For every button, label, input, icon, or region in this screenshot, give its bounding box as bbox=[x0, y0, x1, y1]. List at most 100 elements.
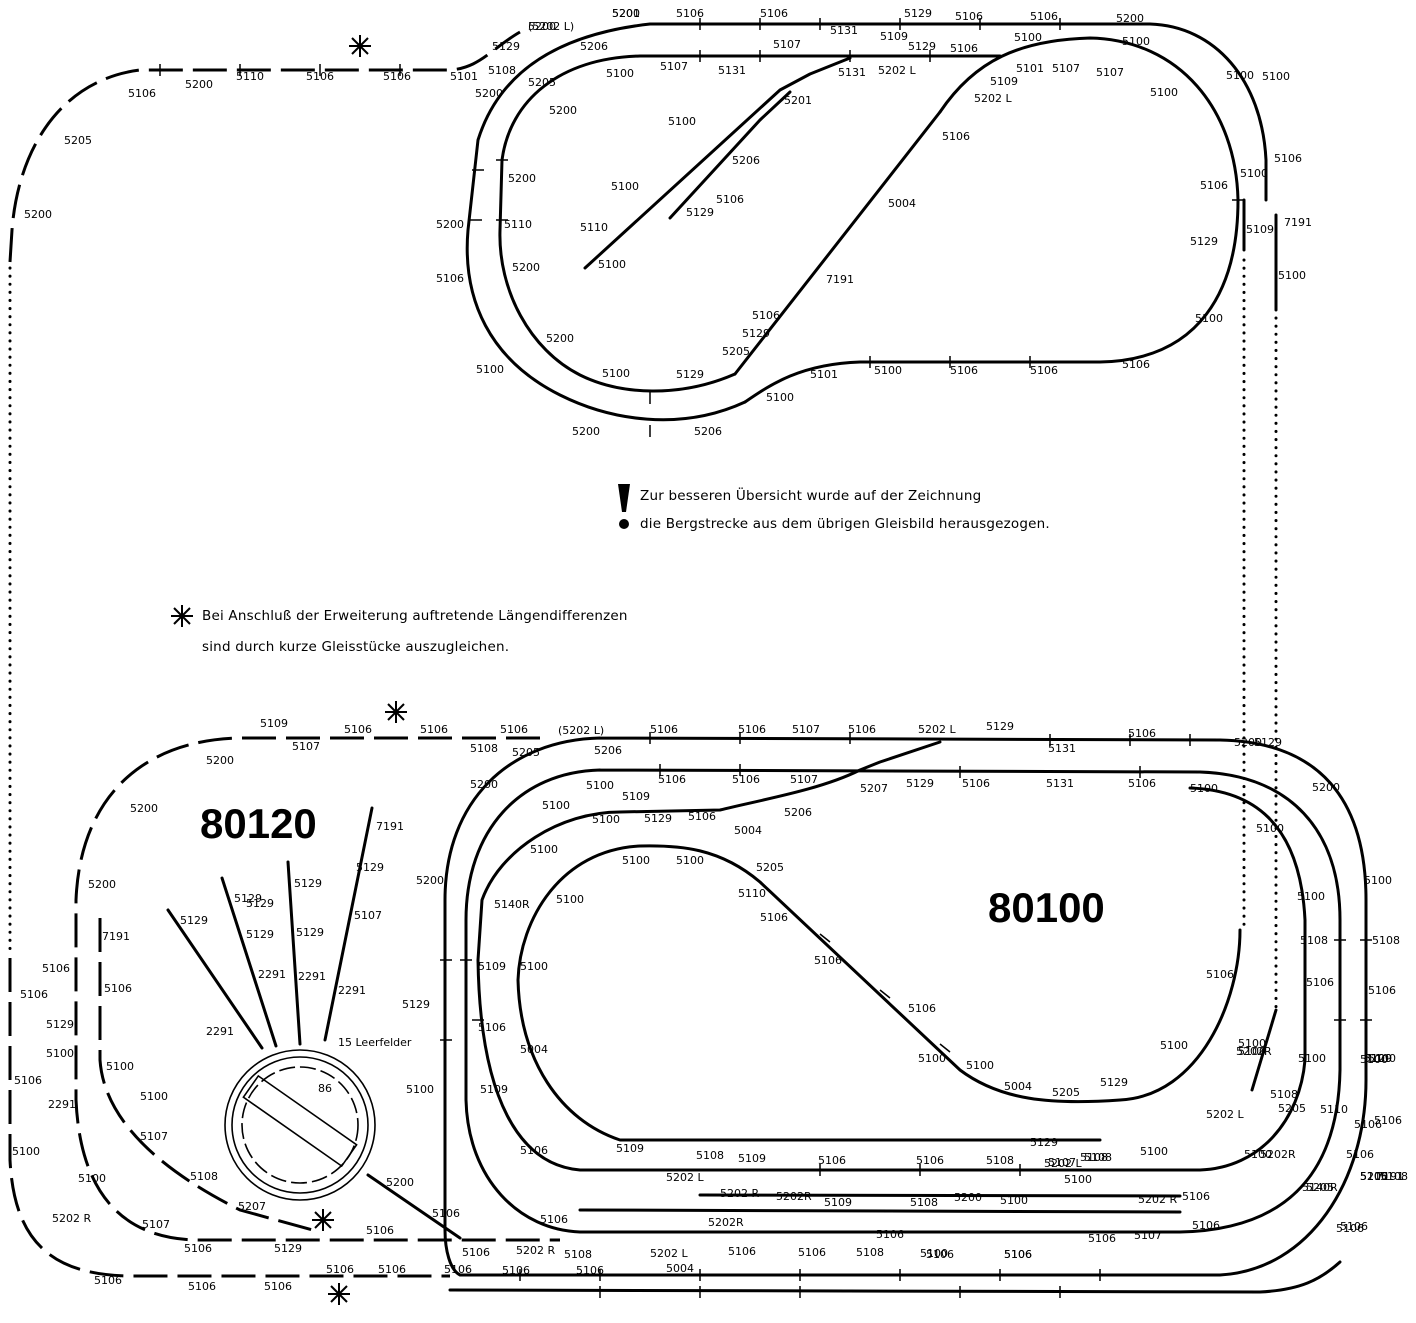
lower-part-label: 5100 bbox=[556, 893, 584, 906]
lower-part-label: 5106 bbox=[1306, 976, 1334, 989]
lower-track-joints bbox=[440, 732, 1372, 1298]
upper-part-label: 5100 bbox=[1150, 86, 1178, 99]
lower-part-label: 5106 bbox=[798, 1246, 826, 1259]
upper-part-label: 5109 bbox=[990, 75, 1018, 88]
lower-part-label: 5100 bbox=[676, 854, 704, 867]
lower-part-label: 5106 bbox=[326, 1263, 354, 1276]
lower-part-label: 5109 bbox=[616, 1142, 644, 1155]
lower-part-label: 5106 bbox=[1004, 1248, 1032, 1261]
lower-part-label: (5202 L) bbox=[558, 724, 604, 737]
extension-note-line1: Bei Anschluß der Erweiterung auftretende… bbox=[202, 608, 628, 624]
lower-part-label: 2291 bbox=[298, 970, 326, 983]
upper-part-label: 5106 bbox=[950, 364, 978, 377]
lower-part-label: 5108 bbox=[1270, 1088, 1298, 1101]
lower-part-label: 5106 bbox=[104, 982, 132, 995]
lower-part-label: 5206 bbox=[594, 744, 622, 757]
lower-part-label: 5206 bbox=[784, 806, 812, 819]
upper-part-label: 5100 bbox=[602, 367, 630, 380]
upper-siding-track-1 bbox=[583, 56, 852, 270]
upper-part-label: 5101 bbox=[1016, 62, 1044, 75]
lower-part-label: 5106 bbox=[732, 773, 760, 786]
upper-part-label: 5101 bbox=[450, 70, 478, 83]
lower-part-label: 5106 bbox=[760, 911, 788, 924]
turntable-center-number: 86 bbox=[318, 1082, 332, 1095]
lower-part-label: 5100 bbox=[140, 1090, 168, 1103]
lower-part-label: 5100 bbox=[1297, 890, 1325, 903]
lower-part-label: 5004 bbox=[734, 824, 762, 837]
lower-part-label: 5100 bbox=[966, 1059, 994, 1072]
extension-note: Bei Anschluß der Erweiterung auftretende… bbox=[171, 605, 628, 655]
lower-part-label: 5202R bbox=[1260, 1148, 1296, 1161]
asterisk-icon bbox=[171, 605, 193, 627]
lower-part-label: 5100 bbox=[78, 1172, 106, 1185]
turntable bbox=[166, 806, 462, 1240]
lower-part-label: 5205 bbox=[756, 861, 784, 874]
upper-part-label: 5106 bbox=[942, 130, 970, 143]
upper-part-label: 5131 bbox=[838, 66, 866, 79]
lower-part-label: 5100 bbox=[1160, 1039, 1188, 1052]
lower-part-label: 5106 bbox=[420, 723, 448, 736]
upper-part-label: 5100 bbox=[476, 363, 504, 376]
lower-part-label: 5108 bbox=[1300, 934, 1328, 947]
upper-outer-loop-track bbox=[465, 22, 1268, 422]
lower-part-label: 5202 L bbox=[1206, 1108, 1244, 1121]
lower-part-label: 2291 bbox=[338, 984, 366, 997]
upper-part-label: 5200 bbox=[512, 261, 540, 274]
upper-layout bbox=[8, 18, 1278, 1012]
upper-part-label: 5200 bbox=[185, 78, 213, 91]
exclamation-dot-icon bbox=[619, 519, 629, 529]
lower-part-label: 5202 L bbox=[650, 1247, 688, 1260]
turntable-empty-fields-label: 15 Leerfelder bbox=[338, 1036, 412, 1049]
upper-part-label: 5206 bbox=[694, 425, 722, 438]
upper-part-label: 5106 bbox=[383, 70, 411, 83]
upper-part-label: 5200 bbox=[24, 208, 52, 221]
lower-part-label: 5200 bbox=[1360, 1170, 1388, 1183]
lower-part-label: 5106 bbox=[926, 1248, 954, 1261]
lower-part-label: 5106 bbox=[462, 1246, 490, 1259]
mountain-line-note-line1: Zur besseren Übersicht wurde auf der Zei… bbox=[640, 486, 981, 504]
turntable-track-4 bbox=[323, 806, 374, 1042]
lower-part-label: 5100 bbox=[1360, 1053, 1388, 1066]
lower-part-label: 5207 bbox=[860, 782, 888, 795]
upper-part-label: 5110 bbox=[580, 221, 608, 234]
lower-part-label: 5140R bbox=[494, 898, 530, 911]
lower-part-label: 5106 bbox=[1004, 1248, 1032, 1261]
lower-part-label: 5200 bbox=[954, 1191, 982, 1204]
lower-part-label: 2291 bbox=[206, 1025, 234, 1038]
upper-part-label: 5100 bbox=[1122, 35, 1150, 48]
lower-part-label: 5129 bbox=[246, 928, 274, 941]
layout-label-80100: 80100 bbox=[988, 884, 1105, 931]
lower-part-label: 5100 bbox=[530, 843, 558, 856]
lower-part-label: 5106 bbox=[432, 1207, 460, 1220]
upper-part-label: 5129 bbox=[686, 206, 714, 219]
mountain-line-note: Zur besseren Übersicht wurde auf der Zei… bbox=[618, 484, 1050, 532]
upper-part-label: 5201 bbox=[784, 94, 812, 107]
lower-part-label: 2291 bbox=[258, 968, 286, 981]
asterisk-icon bbox=[328, 1283, 350, 1305]
lower-part-label: 5205 bbox=[1306, 1181, 1334, 1194]
lower-part-label: 5106 bbox=[962, 777, 990, 790]
lower-part-label: 5106 bbox=[344, 723, 372, 736]
lower-part-label: 5106 bbox=[502, 1264, 530, 1277]
lower-part-label: 5110 bbox=[1360, 1170, 1388, 1183]
upper-part-label: 5131 bbox=[718, 64, 746, 77]
lower-part-label: 5100 bbox=[1364, 1052, 1392, 1065]
upper-part-label: 5200 bbox=[572, 425, 600, 438]
lower-part-label: 5100 bbox=[46, 1047, 74, 1060]
upper-part-label: 5100 bbox=[611, 180, 639, 193]
lower-part-label: 5202R bbox=[1236, 1045, 1272, 1058]
lower-siding-5004-track bbox=[1250, 1008, 1278, 1092]
lower-part-label: 5106 bbox=[94, 1274, 122, 1287]
lower-part-label: 5106 bbox=[1336, 1222, 1364, 1235]
lower-part-label: 5202 R bbox=[1138, 1193, 1177, 1206]
lower-part-label: 5200 bbox=[206, 754, 234, 767]
lower-part-label: 5004 bbox=[666, 1262, 694, 1275]
lower-part-label: 5100 bbox=[1244, 1148, 1272, 1161]
lower-part-label: 5100 bbox=[1368, 1052, 1396, 1065]
lower-part-label: 5202 L bbox=[918, 723, 956, 736]
lower-part-label: 5100 bbox=[542, 799, 570, 812]
lower-part-label: 5200 bbox=[470, 778, 498, 791]
lower-part-label: 5202 R bbox=[720, 1187, 759, 1200]
lower-part-label: 5106 bbox=[1346, 1148, 1374, 1161]
